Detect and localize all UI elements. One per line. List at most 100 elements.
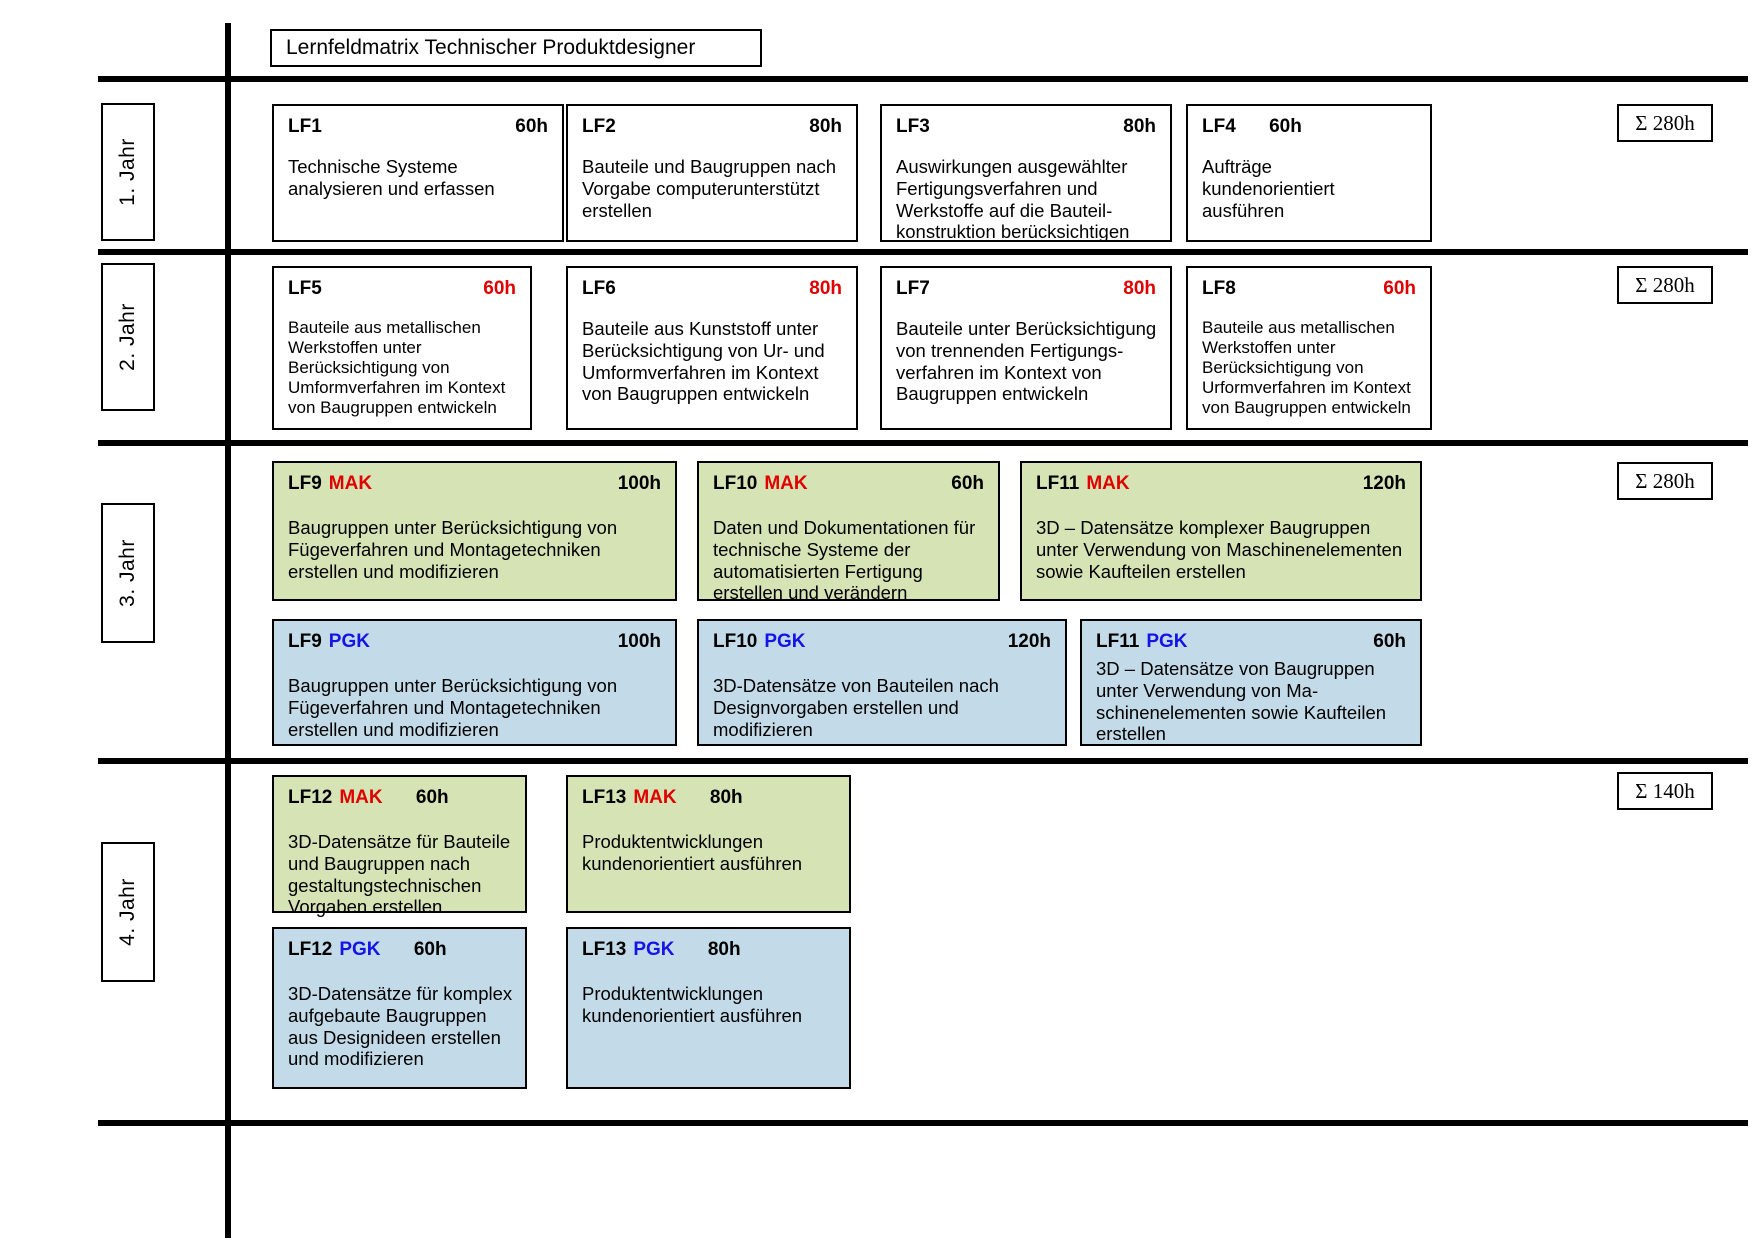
lf-code: LF2 [582, 116, 616, 137]
lf-tag-mak: MAK [1086, 473, 1130, 494]
sum-box-year-1: Σ 280h [1617, 104, 1713, 142]
lf-description: Aufträge kundenorientiert ausführen [1202, 156, 1335, 221]
lf-description: Baugruppen unter Berücksichtigung von Fü… [288, 675, 618, 740]
lf-code: LF1 [288, 116, 322, 137]
lf-code: LF9 [288, 473, 322, 494]
lf-tag-pgk: PGK [764, 631, 806, 652]
lf-code: LF10 [713, 631, 758, 652]
lf-description: Bauteile unter Berücksichtigung von tren… [896, 318, 1157, 405]
lf-card-lf4[interactable]: LF4 60h Aufträge kundenorientiert ausfüh… [1186, 104, 1432, 242]
rule-year2-3 [98, 440, 1748, 446]
lf-code: LF12 [288, 939, 333, 960]
lf-card-lf11-pgk[interactable]: LF11 PGK 60h 3D – Datensätze von Baugrupp… [1080, 619, 1422, 746]
lf-hours: 60h [413, 939, 447, 960]
lf-hours: 80h [1123, 116, 1156, 137]
lf-card-lf1[interactable]: LF1 60h Technische Systeme analysieren u… [272, 104, 564, 242]
lf-hours: 80h [809, 278, 842, 299]
sum-box-year-3: Σ 280h [1617, 462, 1713, 500]
sum-box-year-2: Σ 280h [1617, 266, 1713, 304]
lf-description: Produktentwicklungen kundenorientiert au… [582, 983, 803, 1026]
lf-card-header: LF11 MAK 120h [1036, 473, 1408, 497]
lf-code: LF8 [1202, 278, 1236, 299]
lf-card-lf6[interactable]: LF6 80h Bauteile aus Kunststoff unter Be… [566, 266, 858, 430]
lf-card-lf7[interactable]: LF7 80h Bauteile unter Berücksichtigung … [880, 266, 1172, 430]
lf-code: LF9 [288, 631, 322, 652]
year-label-3: 3. Jahr [101, 503, 155, 643]
lf-hours: 80h [1123, 278, 1156, 299]
year-label-1-text: 1. Jahr [116, 138, 140, 206]
lf-description: 3D-Datensätze von Bauteilen nach Designv… [713, 675, 999, 740]
lf-hours: 60h [415, 787, 449, 808]
lf-hours: 60h [1373, 631, 1406, 652]
lf-card-lf9-mak[interactable]: LF9 MAK 100h Baugruppen unter Berücksicht… [272, 461, 677, 601]
lf-description: 3D – Datensätze von Baugruppen unter Ver… [1096, 658, 1387, 745]
sum-box-year-2-text: Σ 280h [1635, 272, 1695, 297]
lf-card-header: LF7 80h [896, 278, 1158, 302]
rule-vertical-divider [225, 23, 231, 1238]
lf-tag-pgk: PGK [1146, 631, 1188, 652]
lf-code: LF4 [1202, 116, 1236, 137]
lf-card-header: LF9 MAK 100h [288, 473, 663, 497]
lf-hours: 60h [1383, 278, 1416, 299]
lf-card-lf10-pgk[interactable]: LF10 PGK 120h 3D-Datensätze von Bauteilen… [697, 619, 1067, 746]
lf-card-lf8[interactable]: LF8 60h Bauteile aus metallischen Werkst… [1186, 266, 1432, 430]
lf-code: LF10 [713, 473, 758, 494]
rule-top [98, 76, 1748, 82]
lf-card-lf2[interactable]: LF2 80h Bauteile und Baugruppen nach Vor… [566, 104, 858, 242]
lf-card-lf12-mak[interactable]: LF12 MAK 60h 3D-Datensätze für Bauteile u… [272, 775, 527, 917]
lf-card-header: LF11 PGK 60h [1096, 631, 1408, 655]
page-title-text: Lernfeldmatrix Technischer Produktdesign… [286, 36, 696, 59]
lf-hours: 80h [809, 116, 842, 137]
lf-hours: 80h [707, 939, 741, 960]
lf-description: Bauteile aus Kunststoff unter Berücksich… [582, 318, 825, 405]
lf-hours: 100h [617, 473, 661, 494]
lf-card-lf5[interactable]: LF5 60h Bauteile aus metallischen Werkst… [272, 266, 532, 430]
year-label-3-text: 3. Jahr [116, 539, 140, 607]
lf-card-header: LF12 PGK 60h [288, 939, 513, 963]
lf-code: LF6 [582, 278, 616, 299]
sum-box-year-4-text: Σ 140h [1635, 778, 1695, 803]
lf-description: Produktentwicklungen kundenorientiert au… [582, 831, 803, 874]
lf-description: 3D – Datensätze komplexer Baugruppen unt… [1036, 517, 1403, 582]
lf-description: Technische Systeme analysieren und erfas… [288, 156, 495, 199]
year-label-2-text: 2. Jahr [116, 303, 140, 371]
lf-card-header: LF2 80h [582, 116, 844, 140]
lf-code: LF12 [288, 787, 333, 808]
lf-card-header: LF12 MAK 60h [288, 787, 513, 811]
lf-description: Baugruppen unter Berücksichtigung von Fü… [288, 517, 618, 582]
lf-card-header: LF3 80h [896, 116, 1158, 140]
lf-card-header: LF8 60h [1202, 278, 1418, 302]
lf-code: LF3 [896, 116, 930, 137]
rule-year1-2 [98, 249, 1748, 255]
lf-hours: 60h [483, 278, 516, 299]
lf-description: 3D-Datensätze für Bauteile und Baugruppe… [288, 831, 511, 918]
lf-tag-mak: MAK [764, 473, 808, 494]
year-label-1: 1. Jahr [101, 103, 155, 241]
lf-tag-mak: MAK [328, 473, 373, 494]
lf-code: LF7 [896, 278, 930, 299]
lf-hours: 120h [1007, 631, 1051, 652]
lf-code: LF5 [288, 278, 322, 299]
lf-card-header: LF10 PGK 120h [713, 631, 1053, 655]
lf-tag-mak: MAK [339, 787, 383, 808]
sum-box-year-3-text: Σ 280h [1635, 468, 1695, 493]
lf-tag-pgk: PGK [328, 631, 370, 652]
lf-hours: 120h [1362, 473, 1406, 494]
lf-card-header: LF6 80h [582, 278, 844, 302]
lf-card-lf11-mak[interactable]: LF11 MAK 120h 3D – Datensätze komplexer B… [1020, 461, 1422, 601]
lf-code: LF11 [1036, 473, 1080, 494]
lf-code: LF11 [1096, 631, 1140, 652]
year-label-4: 4. Jahr [101, 842, 155, 982]
lf-hours: 60h [515, 116, 548, 137]
lf-hours: 60h [1269, 116, 1302, 137]
lf-tag-pgk: PGK [339, 939, 381, 960]
lf-card-lf3[interactable]: LF3 80h Auswirkungen ausgewählter Fertig… [880, 104, 1172, 242]
